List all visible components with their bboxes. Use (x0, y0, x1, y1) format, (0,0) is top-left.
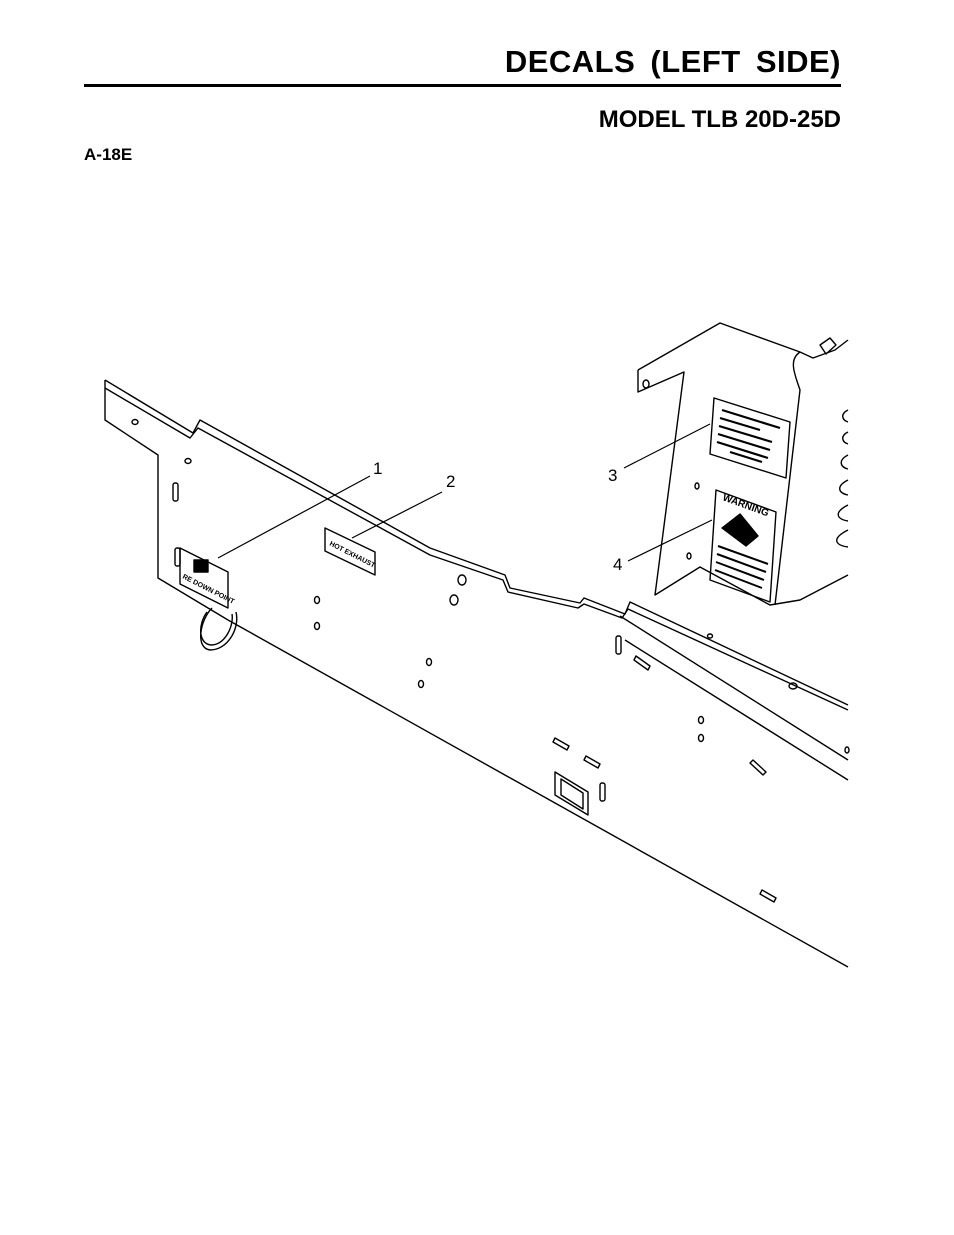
slot (759, 889, 777, 903)
frame-crossmember (619, 615, 849, 761)
callout-1: 1 (373, 459, 382, 478)
decal-4-lines (714, 545, 769, 589)
figure-code: A-18E (84, 145, 133, 164)
slot (615, 635, 622, 655)
page-title: DECALS (LEFT SIDE) (504, 44, 841, 79)
hole (844, 746, 850, 754)
decal-1 (179, 547, 229, 609)
rail-top-edge-inner (104, 387, 849, 711)
decal-4-text: WARNING (721, 492, 770, 519)
decal-3 (709, 397, 791, 479)
hood-hole (686, 552, 692, 560)
hood-hole (642, 379, 650, 389)
hole (184, 457, 192, 465)
hole (131, 418, 139, 426)
hood-outline (637, 322, 849, 371)
slot (172, 482, 179, 502)
callout-4: 4 (613, 555, 622, 574)
title-rule (84, 84, 841, 87)
frame-crossmember-bottom (624, 639, 849, 781)
wire-loop (200, 607, 238, 651)
leader-4 (627, 519, 713, 562)
slot (583, 755, 601, 769)
leader-3 (623, 423, 711, 469)
hole (788, 682, 798, 690)
model-subtitle: MODEL TLB 20D-25D (598, 106, 841, 133)
wire-loop-inner (200, 611, 233, 646)
hole (697, 733, 705, 743)
callout-2: 2 (446, 472, 455, 491)
rail-left-flange (104, 380, 229, 621)
decal-2 (324, 527, 376, 576)
square-opening-inner (560, 778, 584, 810)
slot (749, 759, 767, 776)
rail-top-edge (104, 379, 849, 706)
slot (552, 737, 570, 751)
hole (425, 657, 433, 667)
hole (449, 594, 459, 606)
vent-louvers (836, 409, 849, 548)
rail-bottom-edge (227, 619, 849, 968)
decal-3-lines (716, 408, 781, 464)
leader-1 (217, 475, 371, 559)
warning-icon (721, 513, 759, 547)
slot (599, 782, 606, 802)
hole (697, 715, 705, 725)
square-opening (554, 771, 589, 816)
slot (633, 655, 651, 671)
hole (417, 679, 425, 689)
decal-4 (709, 489, 777, 603)
hood-hole (694, 482, 700, 490)
hole (313, 621, 321, 631)
callout-3: 3 (608, 466, 617, 485)
hood-top-right (819, 337, 837, 355)
decal-1-graphic (193, 559, 209, 573)
slot (174, 547, 181, 567)
hole (457, 574, 467, 586)
leader-2 (351, 491, 443, 539)
hole (313, 595, 321, 605)
hood-front-corner (774, 351, 801, 606)
hole (706, 633, 714, 639)
hood-left-edge (637, 370, 849, 606)
